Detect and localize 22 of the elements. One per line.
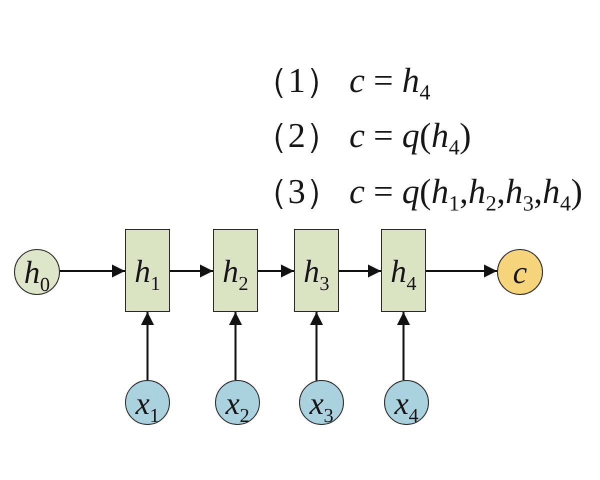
hidden-state-box: h$_{1}$ — [125, 229, 170, 312]
arrow — [170, 264, 213, 278]
input-circle: x$_{4}$ — [384, 380, 429, 425]
state-circle: h$_{0}$ — [14, 249, 60, 295]
arrow — [397, 312, 410, 380]
hidden-state-box: h$_{4}$ — [381, 229, 426, 312]
hidden-state-box: h$_{3}$ — [294, 229, 339, 312]
input-circle: x$_{3}$ — [299, 380, 344, 425]
arrow — [141, 312, 154, 380]
output-circle: c — [497, 249, 543, 295]
arrow — [60, 264, 125, 278]
arrow — [339, 264, 381, 278]
arrow — [229, 312, 242, 380]
input-circle: x$_{2}$ — [215, 380, 260, 425]
input-circle: x$_{1}$ — [125, 380, 170, 425]
arrow — [310, 312, 323, 381]
arrow — [258, 264, 294, 278]
formula-text: （1） c = h$_{4}$ — [253, 62, 430, 100]
formula-text: （3） c = q(h$_{1}$,h$_{2}$,h$_{3}$,h$_{4}$) — [253, 173, 582, 211]
formula-text: （2） c = q(h$_{4}$) — [253, 117, 472, 155]
arrow — [426, 264, 498, 278]
hidden-state-box: h$_{2}$ — [213, 229, 258, 312]
